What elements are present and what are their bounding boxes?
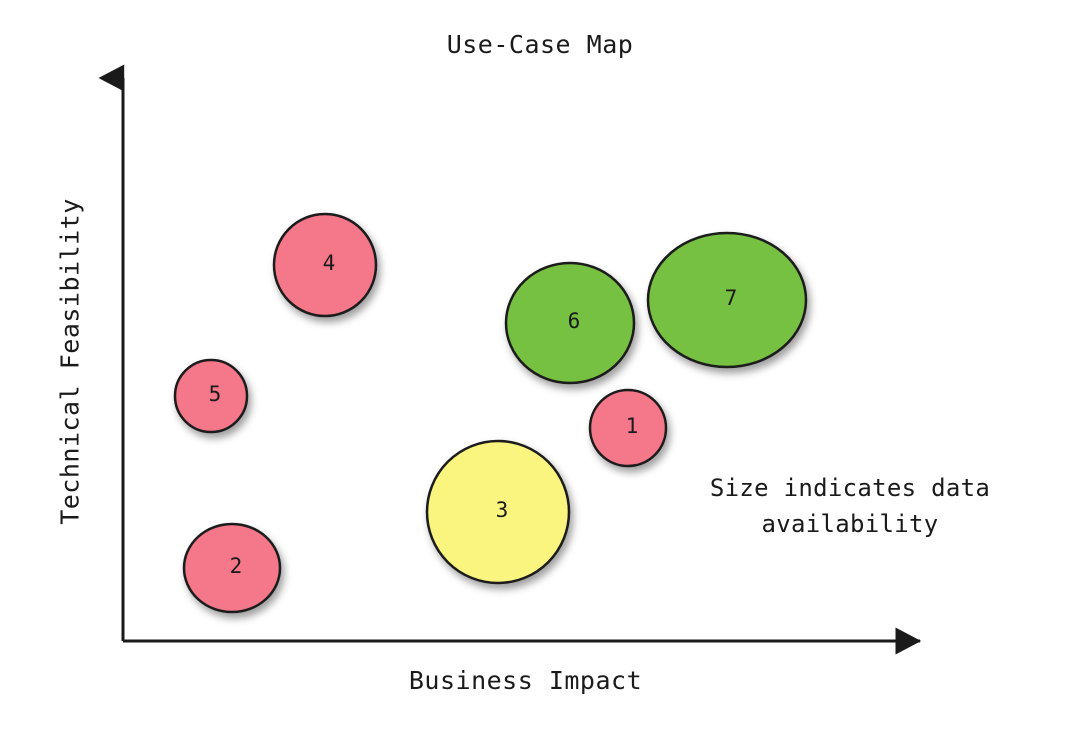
size-annotation-line-1: Size indicates data xyxy=(709,474,991,502)
x-axis-label: Business Impact xyxy=(408,666,643,695)
bubble-5[interactable] xyxy=(173,358,249,434)
size-annotation-line-2: availability xyxy=(761,510,939,538)
bubble-group xyxy=(173,212,808,614)
chart-title: Use-Case Map xyxy=(446,30,634,59)
bubble-6[interactable] xyxy=(504,261,636,385)
bubble-3[interactable] xyxy=(425,439,571,585)
bubble-4[interactable] xyxy=(272,212,378,318)
axis-group xyxy=(98,64,922,655)
bubble-1[interactable] xyxy=(588,388,668,468)
bubble-7[interactable] xyxy=(646,231,808,369)
y-axis-label: Technical Feasibility xyxy=(55,198,85,525)
bubble-2[interactable] xyxy=(182,522,282,614)
size-annotation: Size indicates data availability xyxy=(690,470,1010,542)
